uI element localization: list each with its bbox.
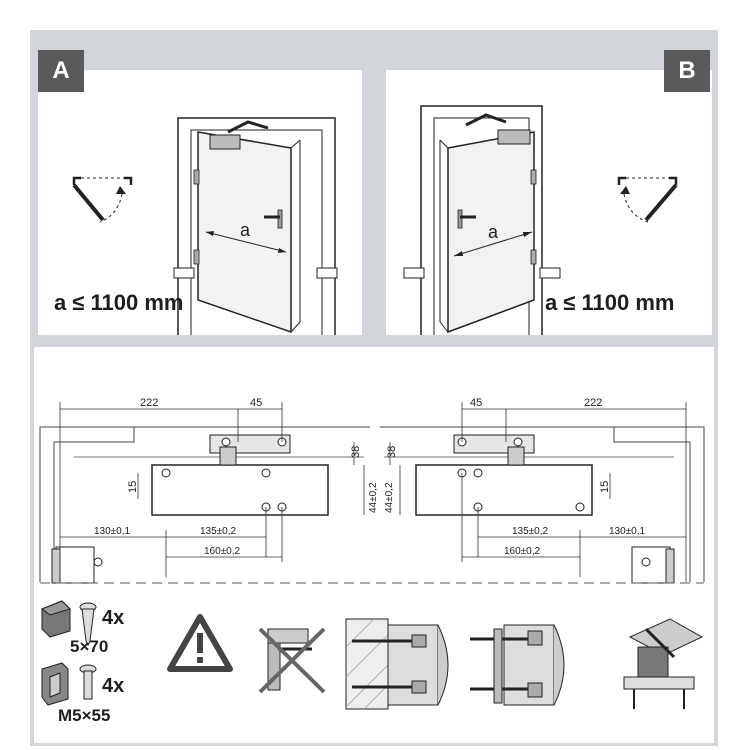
right-dim-222: 222 [584,397,602,409]
right-dim-135: 135±0,2 [512,526,549,537]
right-dim-160: 160±0,2 [504,546,541,557]
bracket-mounting-icon [623,618,704,709]
left-dim-15: 15 [127,481,139,493]
machine-screw-icon [79,664,97,700]
technical-drawing: 222 45 38 15 44±0,2 130±0,1 135±0,2 160±… [39,397,705,710]
right-dim-15: 15 [599,481,611,493]
left-dim-222: 222 [140,397,158,409]
right-dim-38: 38 [386,446,398,458]
installation-panel: 222 45 38 15 44±0,2 130±0,1 135±0,2 160±… [34,347,714,743]
left-dim-130: 130±0,1 [94,526,131,537]
wood-mounting-section-icon [345,618,449,710]
panel-a-formula: a ≤ 1100 mm [54,290,184,315]
panel-b-formula: a ≤ 1100 mm [545,290,675,315]
left-dim-44: 44±0,2 [368,482,379,513]
metal-profile-icon [41,662,69,706]
machine-screw-size: M5×55 [58,706,111,725]
dimension-a-label: a [240,220,251,240]
panel-a: a [38,70,362,335]
wood-screw-size: 5×70 [70,637,109,656]
machine-screw-qty: 4x [102,675,125,697]
wood-block-icon [40,600,71,638]
metal-mounting-section-icon [470,624,565,706]
left-dim-135: 135±0,2 [200,526,237,537]
right-dim-130: 130±0,1 [609,526,646,537]
panel-b-tag: B [664,50,710,92]
left-dim-160: 160±0,2 [204,546,241,557]
panel-a-tag: A [38,50,84,92]
dimension-b-label: a [488,222,499,242]
incorrect-mounting-icon [258,627,326,694]
warning-icon [167,614,233,672]
panel-b: a [386,70,712,335]
right-dim-45: 45 [470,397,482,409]
door-diagram-b: a [403,105,678,335]
door-diagram-a: a [72,117,338,335]
wood-screw-icon [79,602,97,647]
left-dim-45: 45 [250,397,262,409]
left-dim-38: 38 [350,446,362,458]
wood-screw-qty: 4x [102,607,125,629]
right-dim-44: 44±0,2 [384,482,395,513]
